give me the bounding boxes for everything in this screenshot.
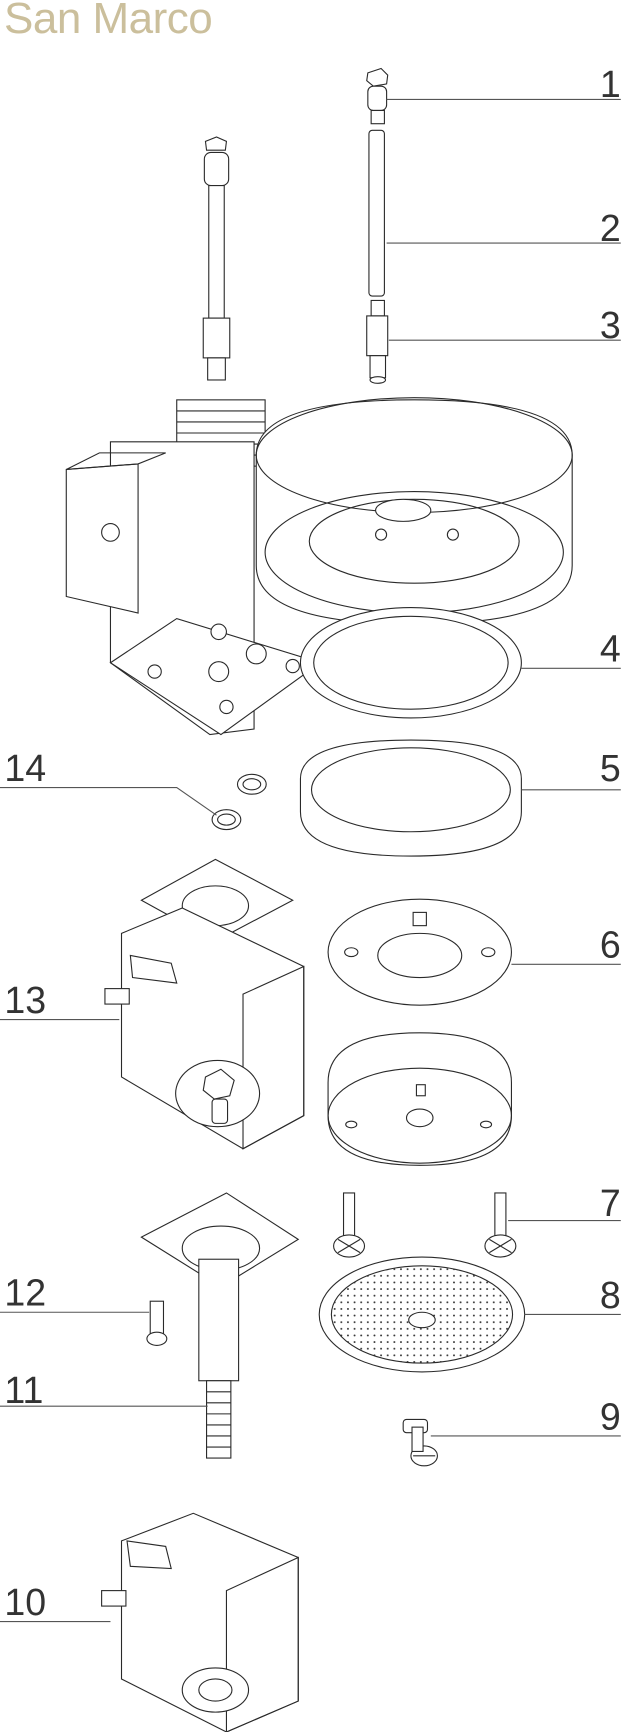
callout-number-14: 14 [4, 747, 46, 789]
dispersion-block [327, 1032, 512, 1166]
callout-number-12: 12 [4, 1272, 46, 1314]
brand-title: San Marco [4, 0, 213, 43]
part-13-solenoid-valve [104, 858, 305, 1150]
part-4-gasket [299, 606, 522, 719]
callout-number-3: 3 [600, 304, 621, 346]
callout-number-6: 6 [600, 924, 621, 966]
callout-number-5: 5 [600, 747, 621, 789]
part-7-screws [333, 1192, 517, 1258]
part-6-disc [327, 898, 512, 1006]
group-valve-body [65, 397, 573, 736]
callout-number-11: 11 [4, 1369, 43, 1411]
part-10-coil [101, 1512, 299, 1732]
part-8-shower-screen [318, 1256, 526, 1373]
left-tube-assembly [202, 136, 231, 381]
part-1-fitting [366, 67, 389, 125]
part-11-valve-body [140, 1192, 300, 1459]
part-12-screw [146, 1300, 168, 1346]
callout-number-7: 7 [600, 1182, 621, 1224]
part-3-fitting [366, 299, 389, 384]
part-5-ring [299, 739, 522, 857]
part-2-tube [368, 129, 385, 297]
leader-line-14 [0, 787, 217, 816]
callout-number-8: 8 [600, 1274, 621, 1316]
callout-number-1: 1 [600, 63, 621, 105]
part-9-screw [402, 1418, 438, 1467]
callout-number-13: 13 [4, 979, 46, 1021]
callout-number-2: 2 [600, 207, 621, 249]
callout-number-10: 10 [4, 1581, 46, 1623]
callout-number-9: 9 [600, 1395, 621, 1437]
callout-number-4: 4 [600, 628, 621, 670]
part-14-o-rings [211, 773, 267, 831]
